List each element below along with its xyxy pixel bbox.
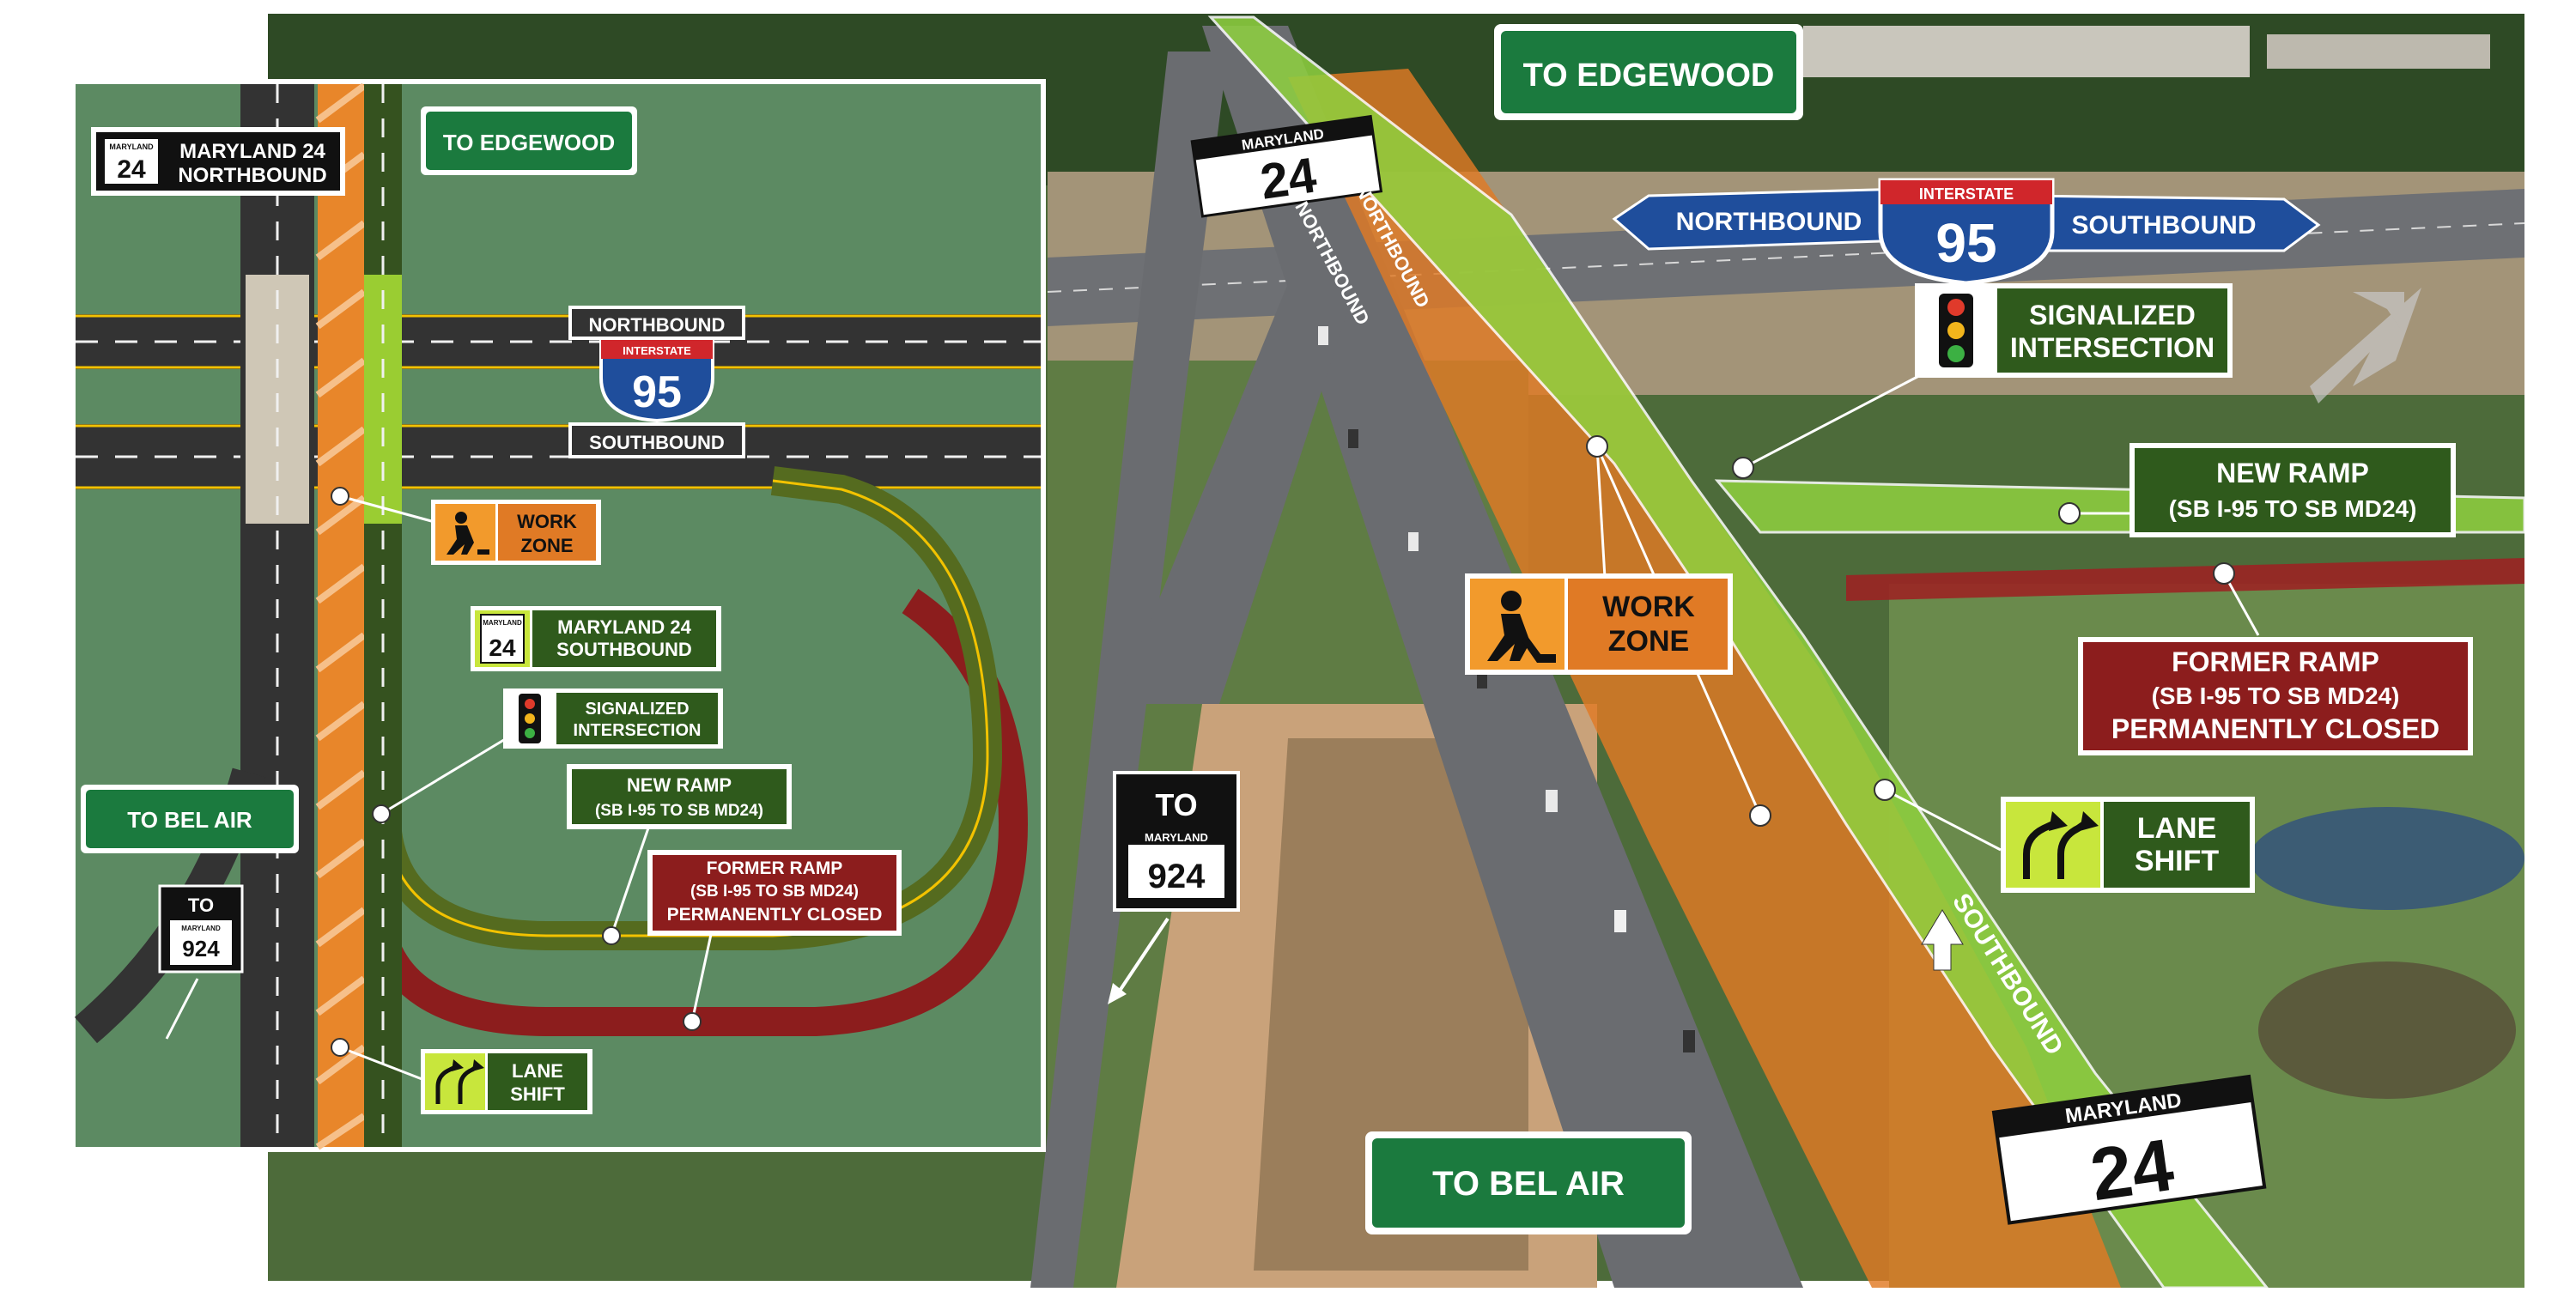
to-md924-arrow-schematic: [165, 978, 199, 1040]
md24-shield-bottom: MARYLAND 24: [1991, 1074, 2267, 1225]
lane-shift-icon: [2023, 811, 2099, 879]
to-md924-sign-schematic: TO MARYLAND 924: [158, 884, 244, 974]
svg-text:95: 95: [1935, 212, 1996, 274]
svg-text:INTERSTATE: INTERSTATE: [1919, 185, 2014, 203]
svg-text:FORMER RAMP: FORMER RAMP: [707, 858, 843, 878]
new-ramp-label-aerial: NEW RAMP (SB I-95 TO SB MD24): [2129, 443, 2456, 537]
svg-text:ZONE: ZONE: [1608, 625, 1689, 658]
svg-text:(SB I-95 TO SB MD24): (SB I-95 TO SB MD24): [2152, 682, 2400, 709]
schematic-callout-dots: [331, 487, 702, 1057]
signalized-intersection-label-schematic: SIGNALIZED INTERSECTION: [503, 688, 723, 749]
traffic-signal-icon: [1939, 294, 1973, 367]
svg-text:(SB I-95 TO SB MD24): (SB I-95 TO SB MD24): [2169, 495, 2417, 522]
svg-text:SIGNALIZED: SIGNALIZED: [2029, 300, 2196, 331]
svg-text:MARYLAND: MARYLAND: [483, 619, 522, 627]
svg-text:PERMANENTLY CLOSED: PERMANENTLY CLOSED: [2111, 713, 2439, 744]
to-md924-sign-aerial: TO MARYLAND 924: [1113, 771, 1240, 912]
svg-text:24: 24: [1257, 147, 1320, 209]
svg-text:LANE: LANE: [512, 1060, 563, 1082]
svg-text:FORMER RAMP: FORMER RAMP: [2172, 646, 2379, 677]
svg-text:SIGNALIZED: SIGNALIZED: [585, 700, 689, 719]
traffic-signal-icon-small: [519, 694, 541, 743]
former-ramp-label-schematic: FORMER RAMP (SB I-95 TO SB MD24) PERMANE…: [647, 850, 902, 936]
to-edgewood-sign-aerial: TO EDGEWOOD: [1494, 24, 1803, 120]
svg-text:MARYLAND: MARYLAND: [181, 925, 221, 932]
svg-text:WORK: WORK: [517, 511, 577, 532]
worker-icon: [1487, 591, 1556, 663]
svg-text:MARYLAND: MARYLAND: [1145, 831, 1208, 844]
svg-text:MARYLAND 24: MARYLAND 24: [179, 140, 325, 163]
former-ramp-label-aerial: FORMER RAMP (SB I-95 TO SB MD24) PERMANE…: [2078, 637, 2473, 755]
svg-text:INTERSECTION: INTERSECTION: [574, 721, 702, 740]
svg-text:24: 24: [489, 634, 516, 661]
to-md924-arrow-aerial: [1115, 917, 1170, 998]
worker-icon-small: [447, 512, 489, 555]
svg-text:95: 95: [632, 367, 682, 417]
to-bel-air-sign-schematic: TO BEL AIR: [81, 785, 299, 853]
svg-text:TO BEL AIR: TO BEL AIR: [127, 807, 252, 833]
svg-text:SOUTHBOUND: SOUTHBOUND: [556, 639, 692, 660]
svg-text:(SB I-95 TO SB MD24): (SB I-95 TO SB MD24): [595, 802, 763, 820]
svg-text:SHIFT: SHIFT: [510, 1083, 565, 1105]
lane-shift-icon-small: [435, 1059, 484, 1104]
svg-text:ZONE: ZONE: [520, 535, 573, 556]
to-bel-air-sign-aerial: TO BEL AIR: [1365, 1131, 1692, 1234]
i95-direction-arrows-aerial: NORTHBOUND SOUTHBOUND: [1612, 187, 2321, 252]
svg-text:MARYLAND: MARYLAND: [109, 143, 154, 151]
svg-text:TO: TO: [188, 895, 214, 916]
svg-text:INTERSECTION: INTERSECTION: [2010, 332, 2215, 363]
lane-shift-label-aerial: LANE SHIFT: [2001, 797, 2255, 893]
svg-text:24: 24: [117, 155, 146, 184]
to-edgewood-label-aerial: TO EDGEWOOD: [1523, 58, 1775, 94]
southbound-arrow-icon: [1921, 909, 1964, 971]
svg-text:NORTHBOUND: NORTHBOUND: [178, 164, 326, 187]
new-ramp-label-schematic: NEW RAMP (SB I-95 TO SB MD24): [567, 764, 792, 829]
md24-shield-top: MARYLAND 24: [1190, 114, 1383, 218]
svg-text:NORTHBOUND: NORTHBOUND: [589, 314, 726, 336]
svg-text:NORTHBOUND: NORTHBOUND: [1676, 208, 1862, 236]
svg-text:TO: TO: [1155, 787, 1197, 822]
svg-text:LANE: LANE: [2137, 812, 2217, 845]
svg-text:WORK: WORK: [1602, 591, 1695, 623]
work-zone-label-aerial: WORK ZONE: [1465, 573, 1733, 675]
compass-north-icon: [2310, 288, 2421, 403]
i95-labels-schematic: NORTHBOUND SOUTHBOUND INTERSTATE 95: [568, 306, 745, 458]
aerial-callout-dots: [1586, 435, 2235, 827]
svg-text:(SB I-95 TO SB MD24): (SB I-95 TO SB MD24): [690, 883, 859, 901]
lane-shift-label-schematic: LANE SHIFT: [421, 1049, 592, 1114]
md24-northbound-sign: MARYLAND 24 MARYLAND 24 NORTHBOUND: [91, 127, 345, 196]
svg-text:SHIFT: SHIFT: [2135, 845, 2219, 877]
i95-shield-aerial: INTERSTATE 95: [1878, 178, 2055, 286]
svg-text:NEW RAMP: NEW RAMP: [627, 774, 732, 796]
svg-text:24: 24: [2086, 1124, 2178, 1216]
md24-southbound-sign: MARYLAND 24 MARYLAND 24 SOUTHBOUND: [471, 606, 721, 671]
svg-text:SOUTHBOUND: SOUTHBOUND: [589, 432, 725, 453]
svg-text:TO EDGEWOOD: TO EDGEWOOD: [443, 130, 615, 155]
to-md924-arrowhead-aerial: [1108, 983, 1127, 1004]
svg-text:SOUTHBOUND: SOUTHBOUND: [2072, 211, 2257, 240]
svg-text:MARYLAND 24: MARYLAND 24: [557, 616, 691, 638]
svg-text:INTERSTATE: INTERSTATE: [623, 344, 691, 357]
signalized-intersection-label-aerial: SIGNALIZED INTERSECTION: [1915, 283, 2233, 378]
svg-text:NEW RAMP: NEW RAMP: [2216, 458, 2369, 488]
svg-text:PERMANENTLY CLOSED: PERMANENTLY CLOSED: [667, 905, 883, 925]
to-edgewood-sign-schematic: TO EDGEWOOD: [421, 106, 637, 175]
svg-text:TO BEL AIR: TO BEL AIR: [1432, 1165, 1625, 1203]
svg-text:924: 924: [182, 936, 220, 961]
svg-text:924: 924: [1148, 858, 1206, 895]
work-zone-label-schematic: WORK ZONE: [431, 500, 601, 565]
